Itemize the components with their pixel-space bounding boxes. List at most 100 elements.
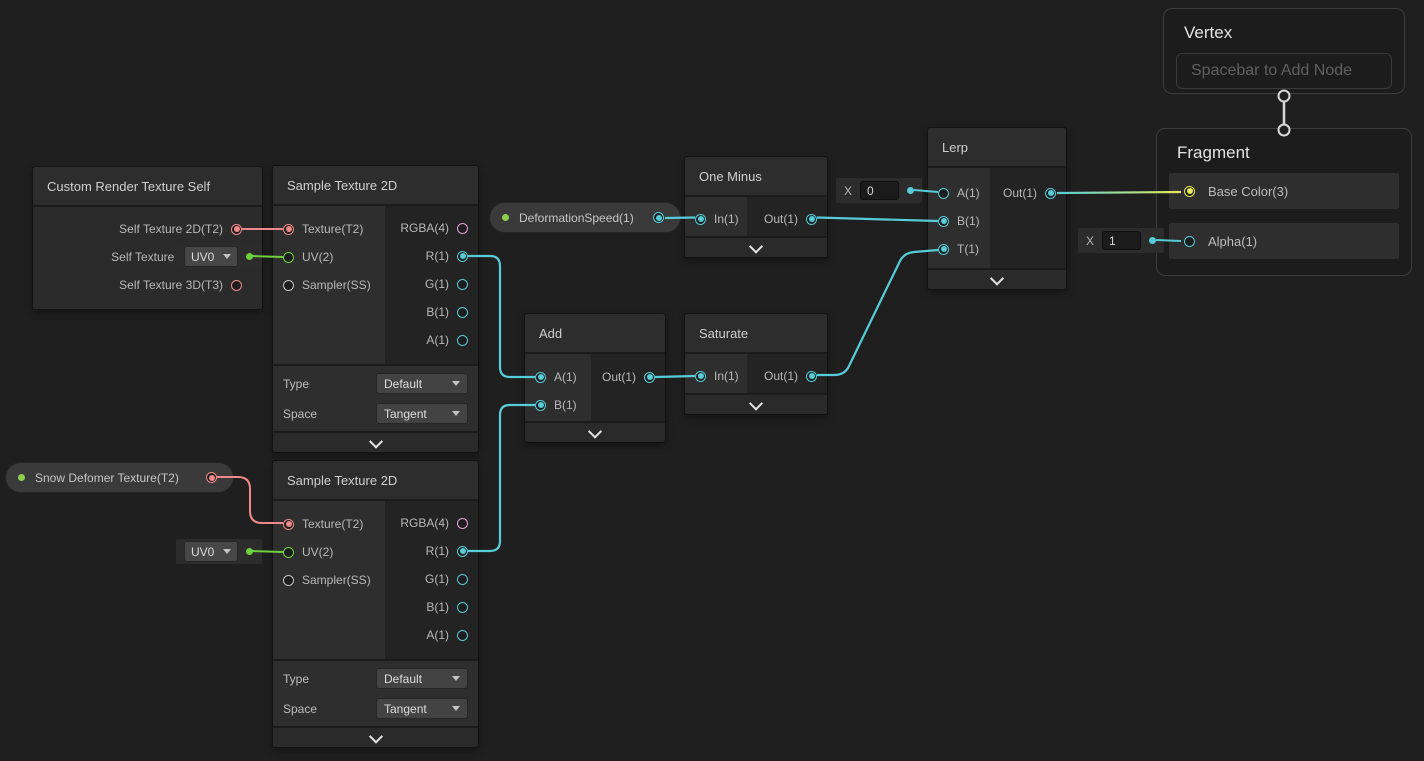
port-rgba-out[interactable] [457,517,468,529]
fragment-block[interactable]: Fragment Base Color(3) Alpha(1) [1156,128,1412,276]
collapse-chevron-icon [748,396,764,411]
control-label: Type [283,376,310,391]
node-add[interactable]: Add A(1) B(1) Out(1) [524,313,666,443]
node-title: One Minus [685,157,827,197]
spacebar-add-node-hint[interactable]: Spacebar to Add Node [1176,53,1392,89]
port-r-out[interactable] [457,250,468,262]
port-label: Out(1) [1002,186,1037,200]
lerp-a-value-input[interactable]: 0 [860,181,899,200]
fragment-slot-base-color[interactable]: Base Color(3) [1169,173,1399,209]
port-label: In(1) [714,212,739,226]
port-t-in[interactable] [938,243,949,255]
pill-label: DeformationSpeed(1) [519,210,634,225]
node-custom-render-texture-self[interactable]: Custom Render Texture Self Self Texture … [32,166,263,310]
port-self-texture-3d[interactable] [231,279,242,291]
dropdown-caret-icon [452,381,460,386]
dropdown-value: Tangent [384,701,427,716]
dropdown-caret-icon [452,706,460,711]
port-row: R(1) [385,537,478,565]
port-texture-in[interactable] [283,518,294,530]
dropdown-value: Default [384,376,423,391]
port-b-out[interactable] [457,306,468,318]
space-dropdown[interactable]: Tangent [376,698,468,719]
port-row: B(1) [385,593,478,621]
port-label: Sampler(SS) [302,573,371,587]
port-label: Sampler(SS) [302,278,371,292]
port-deformation-speed-out[interactable] [653,212,664,223]
port-row: Out(1) [990,179,1066,207]
port-row: Sampler(SS) [273,566,385,594]
node-sample-texture-2d-top[interactable]: Sample Texture 2D Texture(T2) UV(2) Samp… [272,165,479,453]
port-row: Texture(T2) [273,510,385,538]
port-b-out[interactable] [457,601,468,613]
edge-saturate-to-lerp-t[interactable] [817,248,939,377]
type-dropdown[interactable]: Default [376,373,468,394]
port-label: UV(2) [302,545,334,559]
port-row: A(1) [385,326,478,354]
uv-channel-dropdown[interactable]: UV0 [184,246,238,267]
collapse-bar[interactable] [685,236,827,257]
port-out[interactable] [1045,187,1056,199]
port-sampler-in[interactable] [283,574,294,586]
port-label: G(1) [425,572,449,586]
port-label: Self Texture 3D(T3) [119,278,223,292]
x-component-label: X [1086,233,1095,248]
fragment-slot-alpha[interactable]: Alpha(1) [1169,223,1399,259]
port-self-texture-2d[interactable] [231,223,242,235]
port-out[interactable] [806,213,817,225]
collapse-bar[interactable] [685,393,827,414]
port-r-out[interactable] [457,545,468,557]
port-label: B(1) [426,305,449,319]
port-g-out[interactable] [457,278,468,290]
dropdown-caret-icon [452,676,460,681]
port-g-out[interactable] [457,573,468,585]
node-title: Sample Texture 2D [273,461,478,501]
port-label: RGBA(4) [400,516,449,530]
node-title: Saturate [685,314,827,354]
uv-channel-dropdown[interactable]: UV0 [184,541,238,562]
pill-snow-deformer-texture[interactable]: Snow Defomer Texture(T2) [5,462,234,493]
port-b-in[interactable] [535,399,546,411]
collapse-bar[interactable] [273,431,478,452]
collapse-bar[interactable] [273,726,478,747]
port-in[interactable] [695,370,706,382]
collapse-bar[interactable] [928,268,1066,289]
type-dropdown[interactable]: Default [376,668,468,689]
port-a-in[interactable] [938,187,949,199]
port-label: Out(1) [763,212,798,226]
port-sampler-in[interactable] [283,279,294,291]
node-title: Custom Render Texture Self [33,167,262,207]
port-rgba-out[interactable] [457,222,468,234]
node-one-minus[interactable]: One Minus In(1) Out(1) [684,156,828,258]
port-b-in[interactable] [938,215,949,227]
port-a-in[interactable] [535,371,546,383]
space-dropdown[interactable]: Tangent [376,403,468,424]
port-snow-deformer-out[interactable] [206,472,217,483]
node-saturate[interactable]: Saturate In(1) Out(1) [684,313,828,415]
port-a-out[interactable] [457,629,468,641]
port-uv-in[interactable] [283,251,294,263]
port-out[interactable] [806,370,817,382]
pill-deformation-speed[interactable]: DeformationSpeed(1) [489,202,681,233]
node-sample-texture-2d-bottom[interactable]: Sample Texture 2D Texture(T2) UV(2) Samp… [272,460,479,748]
port-label: In(1) [714,369,739,383]
edge-oneminus-to-lerp-b[interactable] [816,216,939,223]
port-texture-in[interactable] [283,223,294,235]
node-lerp[interactable]: Lerp A(1) B(1) T(1) Out(1) [927,127,1067,290]
port-a-out[interactable] [457,334,468,346]
port-label: G(1) [425,277,449,291]
node-title: Add [525,314,665,354]
port-row: RGBA(4) [385,214,478,242]
port-alpha-in[interactable] [1184,235,1195,247]
port-label: A(1) [426,628,449,642]
port-base-color-in[interactable] [1184,185,1195,197]
vertex-block[interactable]: Vertex Spacebar to Add Node [1163,8,1405,94]
collapse-bar[interactable] [525,421,665,442]
alpha-value-input[interactable]: 1 [1102,231,1141,250]
port-label: Self Texture 2D(T2) [119,222,223,236]
control-label: Space [283,701,318,716]
port-uv-in[interactable] [283,546,294,558]
port-in[interactable] [695,213,706,225]
dropdown-value: UV0 [191,249,215,264]
port-out[interactable] [644,371,655,383]
